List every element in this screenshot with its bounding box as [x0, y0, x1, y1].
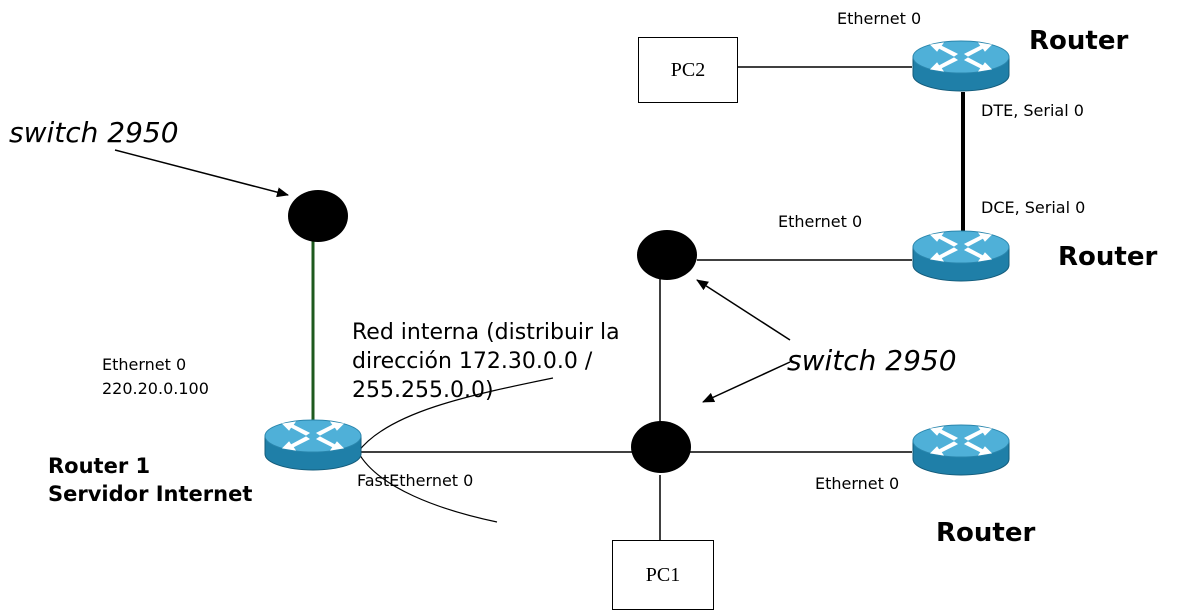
note-line3: 255.255.0.0): [352, 378, 494, 403]
pc2-label: PC2: [670, 58, 706, 81]
interface-curve-lower: [357, 451, 498, 523]
router-top-title: Router: [1029, 26, 1129, 56]
router1-eth-label: Ethernet 0 220.20.0.100: [102, 353, 209, 401]
pc1-label: PC1: [645, 563, 681, 586]
router1-eth-line2: 220.20.0.100: [102, 379, 209, 398]
router-bottom-icon: [912, 424, 1010, 476]
switch-mid-label: switch 2950: [787, 344, 957, 377]
interface-curve-upper: [357, 377, 554, 453]
router-bottom-title: Router: [936, 518, 1036, 548]
ethernet0-top-label: Ethernet 0: [837, 9, 922, 28]
pc2-box: PC2: [638, 37, 738, 103]
ethernet0-bottom-label: Ethernet 0: [815, 474, 900, 493]
arrow-switch-mid: [696, 279, 791, 341]
ethernet0-mid-label: Ethernet 0: [778, 212, 863, 231]
arrow-switch-bottom: [702, 361, 791, 403]
dte-serial0-label: DTE, Serial 0: [981, 101, 1084, 120]
router-mid-title: Router: [1058, 242, 1158, 272]
dce-serial0-label: DCE, Serial 0: [981, 198, 1086, 217]
switch-mid-icon: [637, 230, 697, 280]
switch-top-label: switch 2950: [9, 116, 179, 149]
note-line2: dirección 172.30.0.0 /: [352, 349, 593, 374]
router-top-icon: [912, 40, 1010, 92]
internal-network-note: Red interna (distribuir la dirección 172…: [352, 318, 682, 405]
arrow-switch-top: [114, 149, 289, 198]
fastethernet0-label: FastEthernet 0: [357, 471, 474, 490]
router1-icon: [264, 419, 362, 471]
router1-title-line1: Router 1: [48, 454, 151, 478]
pc1-box: PC1: [612, 540, 714, 610]
router-mid-icon: [912, 230, 1010, 282]
router1-title: Router 1 Servidor Internet: [48, 452, 252, 508]
switch-top-icon: [288, 190, 348, 242]
router1-title-line2: Servidor Internet: [48, 482, 253, 506]
note-line1: Red interna (distribuir la: [352, 320, 620, 345]
router1-eth-line1: Ethernet 0: [102, 355, 187, 374]
switch-bottom-icon: [631, 421, 691, 473]
